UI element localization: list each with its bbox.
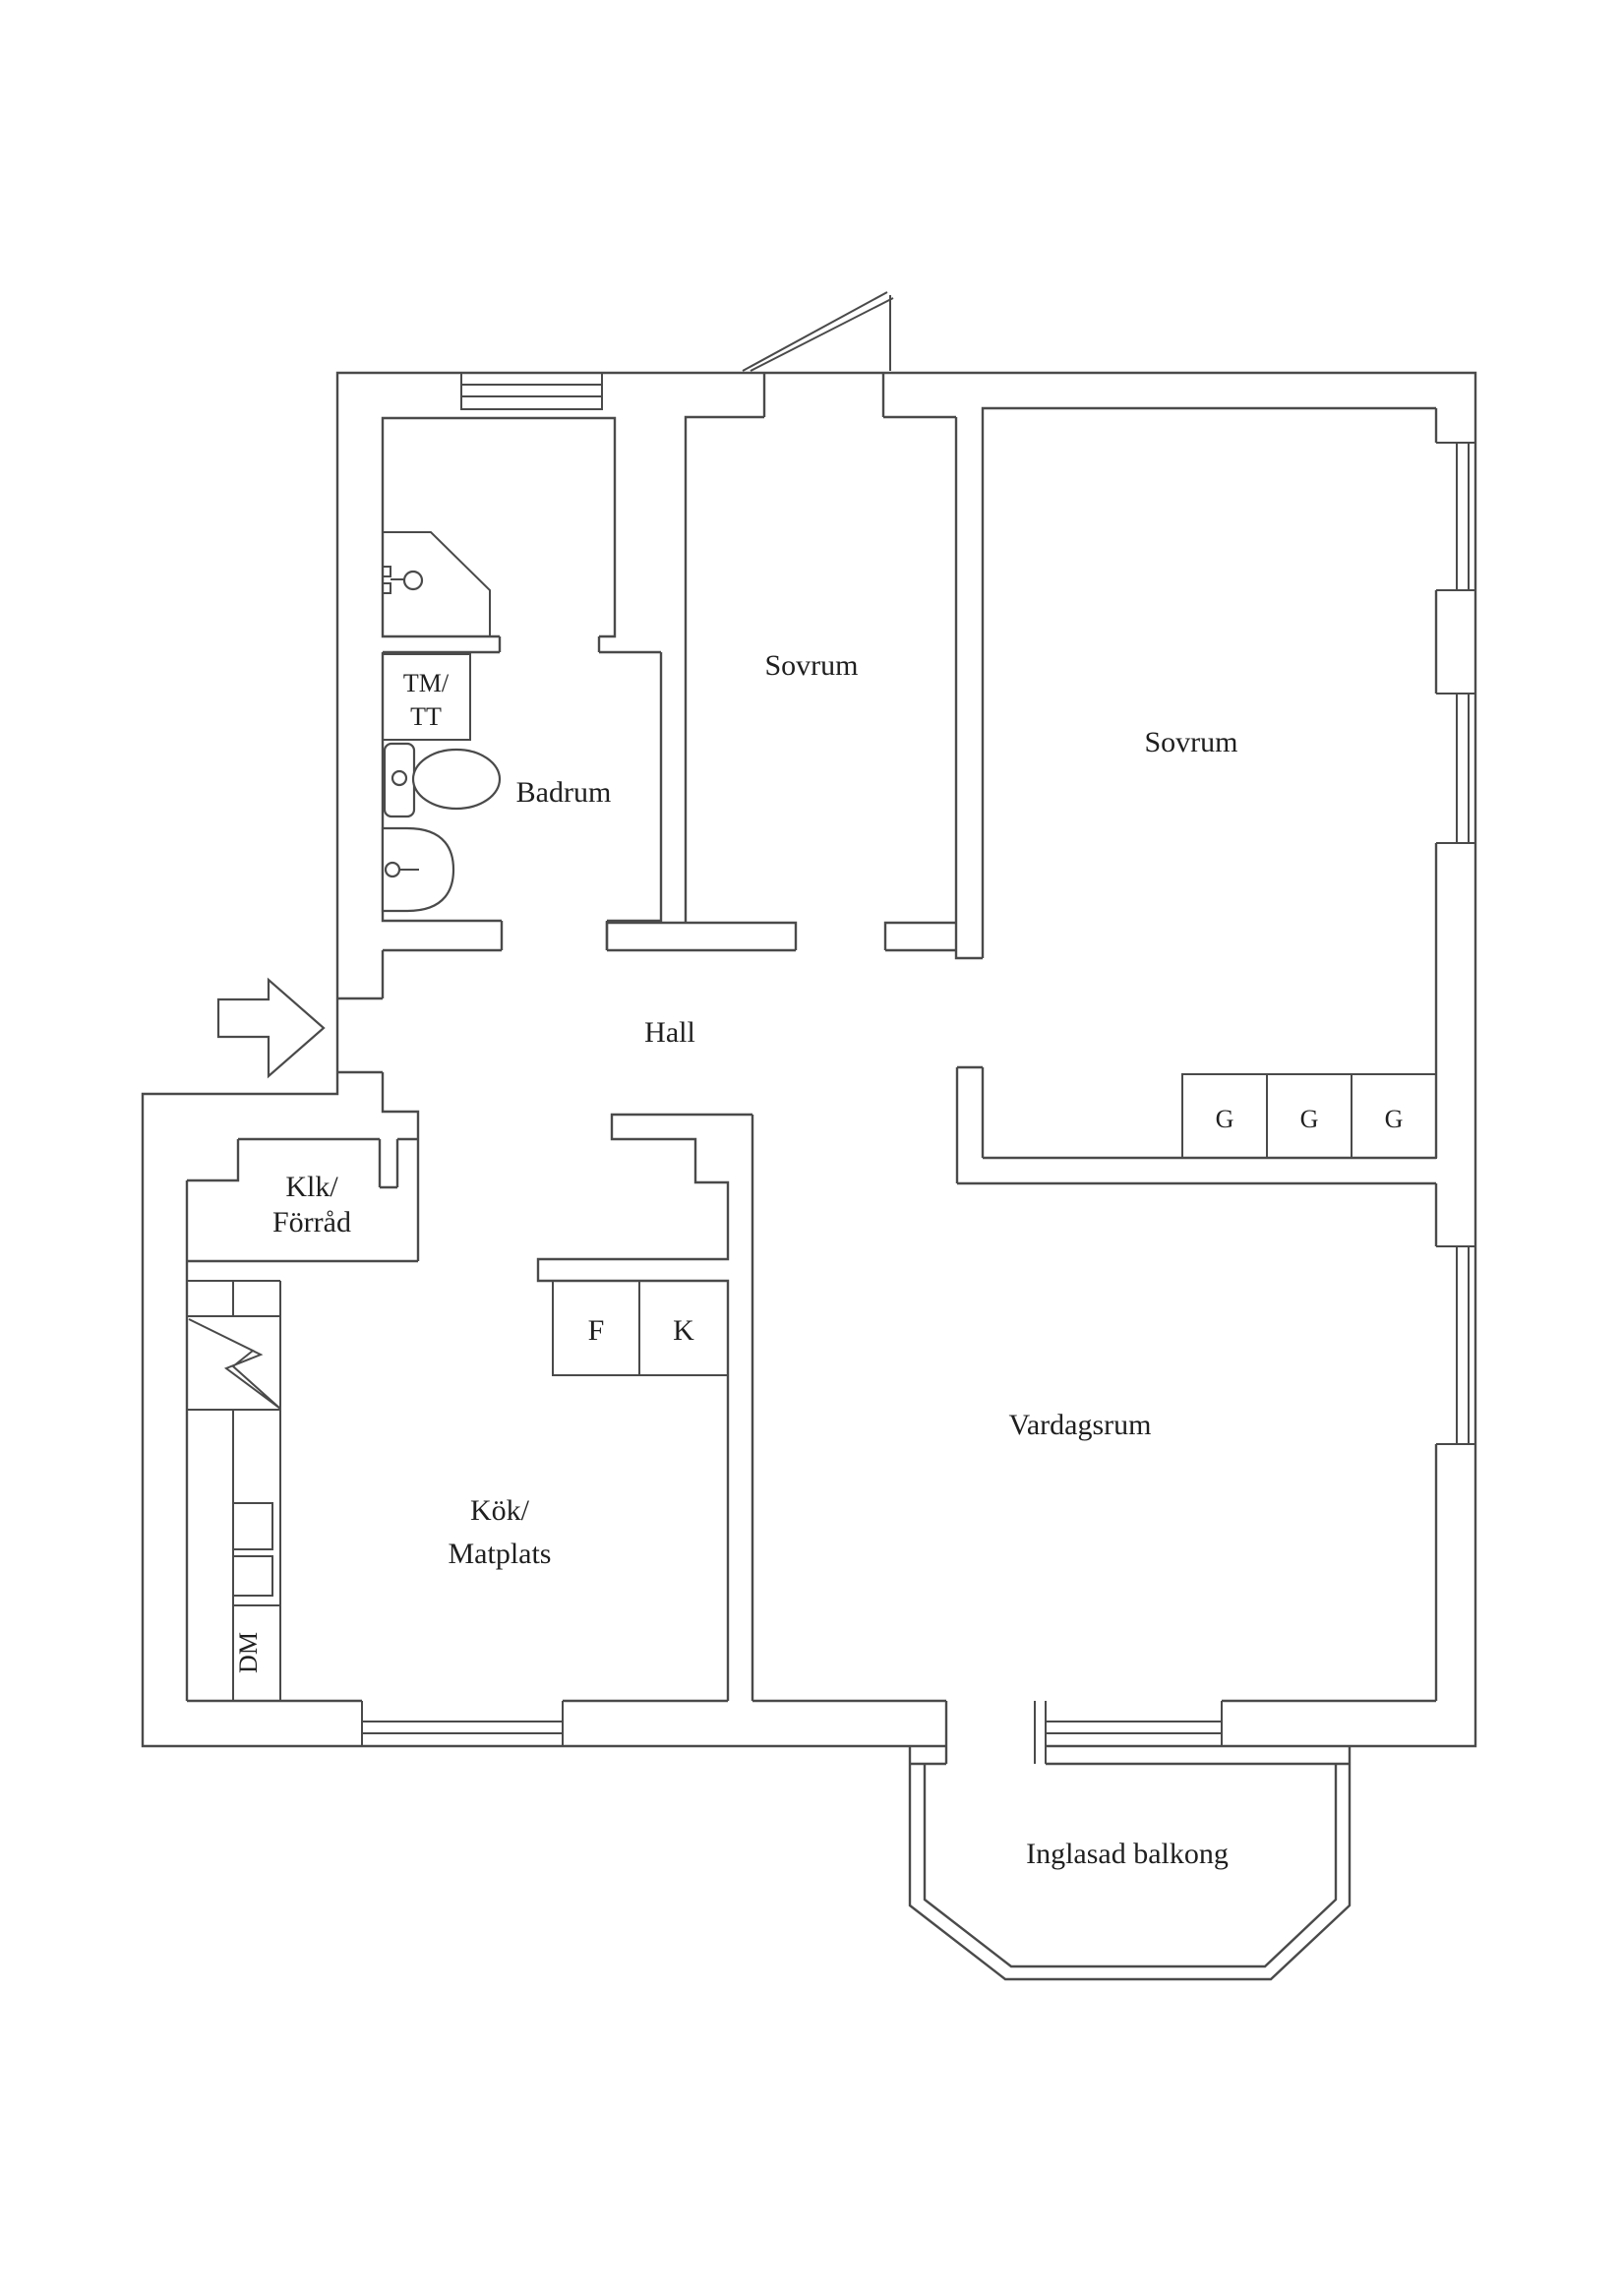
window-bottom-vardagsrum-icon (1034, 1701, 1223, 1764)
fridge-freezer (552, 1280, 729, 1376)
window-right-3-icon (1436, 1245, 1475, 1445)
kitchen-unit-box-1 (232, 1502, 273, 1550)
room-label-klk-line2: Förråd (272, 1206, 351, 1239)
kitchen-counter (187, 1280, 281, 1701)
badrum-walls (381, 416, 663, 950)
room-labels: Sovrum Sovrum Badrum Hall Klk/ Förråd Kö… (272, 649, 1238, 1870)
toilet-icon (383, 742, 502, 818)
window-bottom-kitchen-icon (361, 1701, 564, 1746)
vardagsrum-walls (536, 1113, 1436, 1701)
stove-icon (188, 1318, 281, 1410)
freezer-label: K (673, 1314, 694, 1347)
wardrobe-label-2: G (1300, 1105, 1319, 1133)
room-label-hall: Hall (644, 1016, 695, 1049)
wardrobes (1181, 1073, 1437, 1159)
bathroom-fixtures (381, 531, 502, 913)
entry-top-door (742, 291, 894, 417)
kitchen-unit-box-2 (232, 1555, 273, 1597)
wardrobe-label-3: G (1385, 1105, 1404, 1133)
appliance-labels: TM/ TT F K G G G DM (234, 669, 1403, 1673)
room-label-klk-line1: Klk/ (285, 1171, 338, 1203)
wardrobe-box-3 (1351, 1073, 1437, 1159)
windows (361, 373, 1475, 1764)
shower-icon (382, 531, 491, 636)
door-swing-icon (742, 291, 894, 372)
hall-north-walls (383, 415, 983, 960)
sovrum2-walls (955, 406, 1436, 1183)
window-right-1-icon (1436, 442, 1475, 591)
window-top-icon (460, 373, 603, 410)
washer-dryer-box (382, 653, 471, 741)
inner-walls (187, 408, 1438, 1703)
freezer-box (638, 1280, 729, 1376)
room-label-balkong: Inglasad balkong (1026, 1838, 1229, 1870)
washer-label-line2: TT (410, 702, 442, 731)
balcony-walls (908, 1701, 1352, 1981)
entry-arrow-icon (216, 977, 326, 1079)
wardrobe-label-1: G (1216, 1105, 1234, 1133)
window-right-2-icon (1436, 693, 1475, 844)
sink-icon (381, 826, 455, 913)
closet-walls (185, 1072, 420, 1701)
dishwasher-label: DM (234, 1632, 263, 1673)
washer-label-line1: TM/ (403, 669, 450, 697)
room-label-sovrum-2: Sovrum (1144, 726, 1237, 758)
entry-arrow (216, 977, 326, 1079)
outer-boundary (141, 371, 1477, 1748)
fridge-label: F (588, 1314, 605, 1347)
room-label-kok-line2: Matplats (449, 1538, 552, 1570)
room-label-sovrum-1: Sovrum (764, 649, 858, 682)
room-label-vardagsrum: Vardagsrum (1009, 1409, 1152, 1441)
room-label-kok-line1: Kök/ (470, 1494, 530, 1527)
room-label-badrum: Badrum (516, 776, 612, 809)
